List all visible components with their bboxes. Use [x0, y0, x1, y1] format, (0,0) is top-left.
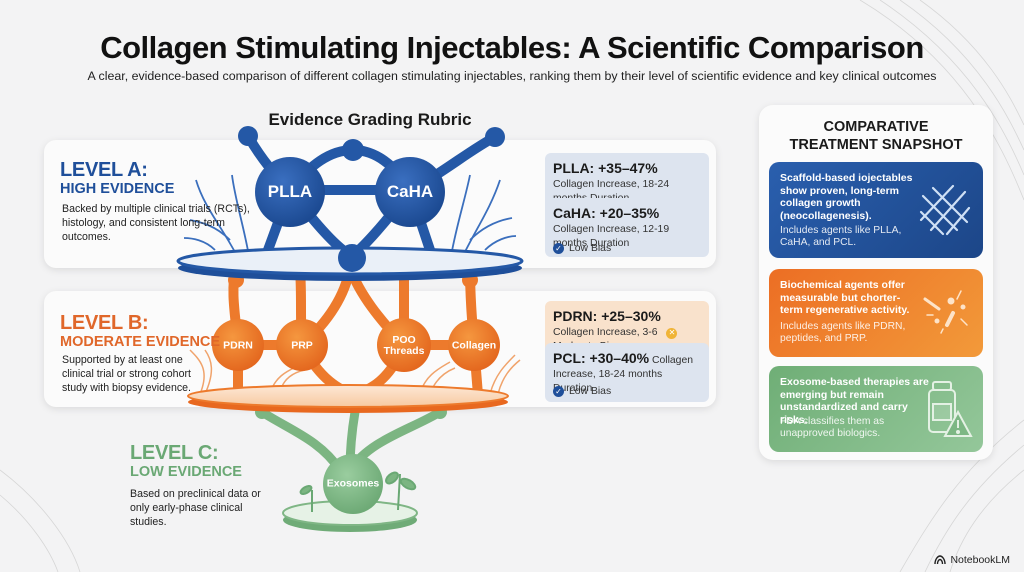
warning-x-icon: ✕ [666, 327, 678, 339]
level-b-subtitle: MODERATE EVIDENCE [60, 334, 221, 350]
stat-pdrn-text: Collagen Increase, 3-6 [553, 327, 658, 339]
stat-caha-value: CaHA: +20–35% [553, 205, 660, 221]
node-collagen [448, 319, 500, 371]
node-label-caha: CaHA [386, 182, 434, 202]
level-a-heading: LEVEL A: HIGH EVIDENCE [60, 160, 174, 197]
vial-warning-icon [928, 381, 973, 437]
snapshot-card-biochemical: Biochemical agents offer measurable but … [769, 269, 983, 357]
node-caha [375, 157, 445, 227]
level-a-bias-label: Low Bias [569, 243, 612, 254]
page-subtitle: A clear, evidence-based comparison of di… [87, 69, 937, 83]
check-icon: ✓ [553, 386, 564, 397]
level-a-title: LEVEL A: [60, 159, 148, 181]
stat-pcl: PCL: +30–40% Collagen Increase, 18-24 mo… [545, 343, 709, 403]
stat-plla-value: PLLA: +35–47% [553, 160, 658, 176]
node-label-prp: PRP [291, 339, 313, 352]
stat-pcl-value: PCL: +30–40% [553, 350, 650, 366]
particles-icon [923, 290, 968, 334]
snapshot-title: COMPARATIVE TREATMENT SNAPSHOT [759, 119, 993, 154]
level-b-bias: ✓ Low Bias [553, 386, 611, 397]
stat-caha-text: Collagen Increase, 12-19 months Duration [553, 224, 670, 250]
snapshot-card-note: Includes agents like PDRN, peptides, and… [780, 321, 906, 345]
node-plla [255, 157, 325, 227]
node-exosomes [323, 454, 383, 514]
snapshot-card-main: Scaffold-based iojectables show proven, … [780, 172, 913, 222]
node-label-plla: PLLA [267, 182, 313, 202]
rubric-title: Evidence Grading Rubric [268, 110, 472, 129]
snapshot-card-main: Biochemical agents offer measurable but … [780, 279, 910, 317]
level-c-description: Based on preclinical data or only early-… [130, 488, 261, 528]
node-label-pdrn: PDRN [223, 339, 253, 352]
snapshot-card-scaffold: Scaffold-based iojectables show proven, … [769, 162, 983, 258]
level-a-subtitle: HIGH EVIDENCE [60, 181, 175, 197]
check-icon: ✓ [553, 243, 564, 254]
snapshot-card-note: FDA classifies them as unapproved biolog… [780, 416, 885, 440]
level-b-title: LEVEL B: [60, 312, 149, 334]
page-title: Collagen Stimulating Injectables: A Scie… [100, 30, 924, 65]
level-b-description: Supported by at least one clinical trial… [62, 354, 191, 394]
node-label-collagen: Collagen [451, 339, 497, 352]
level-a-description: Backed by multiple clinical trials (RCTs… [62, 203, 250, 243]
node-pdrn [212, 319, 264, 371]
stat-caha: CaHA: +20–35% Collagen Increase, 12-19 m… [545, 198, 709, 258]
level-c-subtitle: LOW EVIDENCE [130, 464, 242, 480]
snapshot-card-note: Includes agents like PLLA, CaHA, and PCL… [780, 225, 902, 249]
level-a-bias: ✓ Low Bias [553, 243, 611, 254]
notebooklm-logo-icon [934, 555, 947, 565]
node-poo-threads [377, 318, 431, 372]
level-b-bias-label: Low Bias [569, 386, 612, 397]
snapshot-card-main: Exosome-based therapies are emerging but… [780, 376, 929, 426]
stat-pcl-text: Collagen Increase, 18-24 months Duration [553, 355, 694, 395]
stat-pdrn-value: PDRN: +25–30% [553, 308, 661, 324]
snapshot-title-line2: TREATMENT SNAPSHOT [789, 136, 963, 153]
sprout-icon [299, 471, 417, 512]
level-c-title: LEVEL C: [130, 442, 219, 464]
mesh-fibers-icon [919, 184, 971, 236]
level-c-heading: LEVEL C: LOW EVIDENCE [130, 443, 242, 480]
brand-label: NotebookLM [950, 554, 1010, 566]
snapshot-title-line1: COMPARATIVE [823, 119, 929, 135]
node-label-poo-threads: POO Threads [383, 333, 425, 357]
notebooklm-brand: NotebookLM [934, 554, 1010, 566]
level-b-heading: LEVEL B: MODERATE EVIDENCE [60, 313, 220, 350]
node-label-exosomes: Exosomes [326, 477, 380, 490]
node-prp [276, 319, 328, 371]
snapshot-card-exosome: Exosome-based therapies are emerging but… [769, 366, 983, 452]
treatment-snapshot-panel: COMPARATIVE TREATMENT SNAPSHOT Scaffold-… [759, 105, 993, 460]
